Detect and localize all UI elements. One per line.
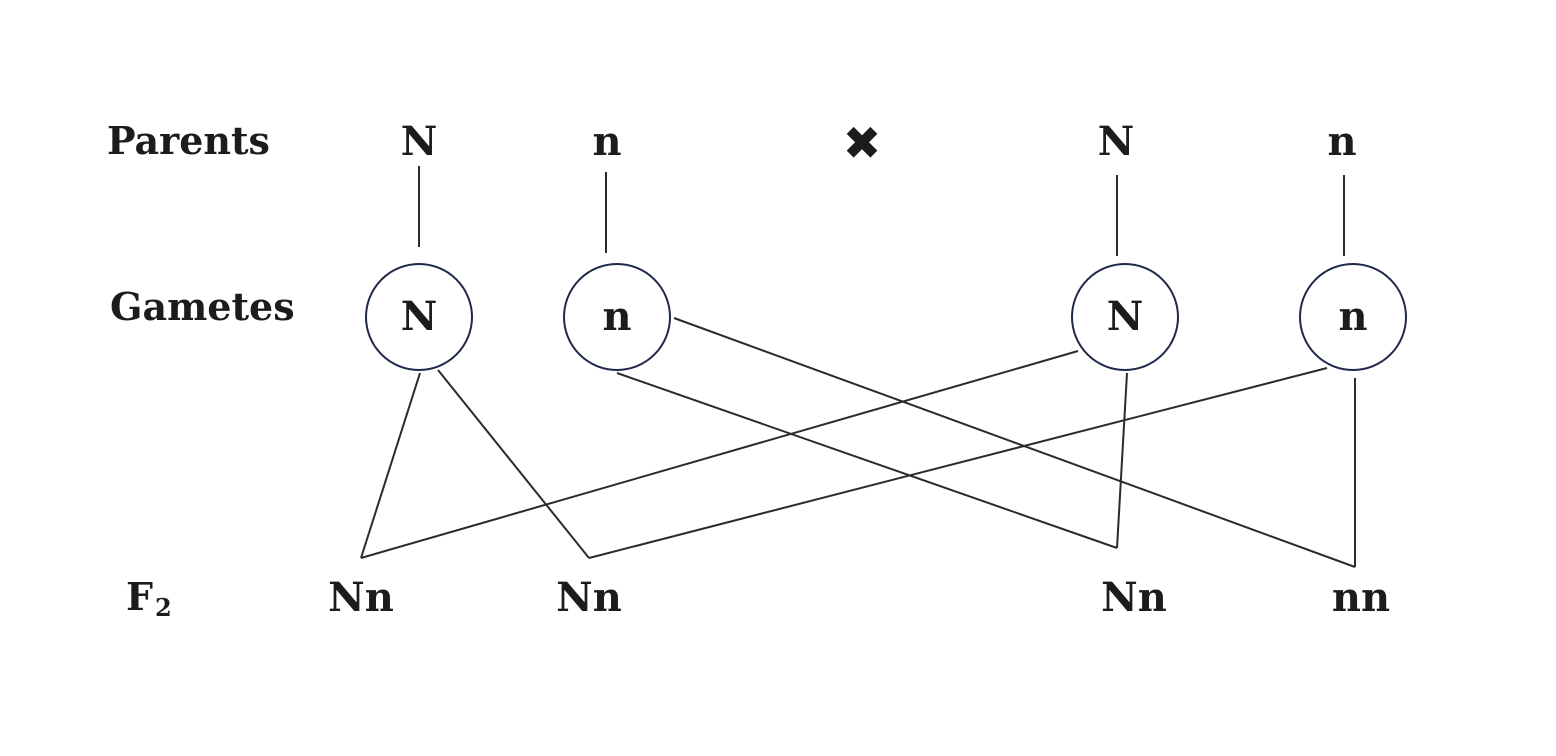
gamete-offspring-line bbox=[360, 350, 1079, 559]
gamete-offspring-line bbox=[360, 372, 421, 559]
parents-row-label: Parents bbox=[107, 118, 270, 163]
gamete-circle: n bbox=[563, 263, 671, 371]
parent2-allele-2: n bbox=[1327, 118, 1357, 165]
offspring-genotype: Nn bbox=[1101, 574, 1167, 621]
gamete-offspring-line bbox=[437, 369, 590, 559]
gamete-offspring-line bbox=[588, 367, 1328, 559]
gamete-circle: N bbox=[1071, 263, 1179, 371]
gamete-offspring-line bbox=[673, 317, 1356, 568]
parent1-allele-2: n bbox=[592, 118, 622, 165]
gamete-offspring-line bbox=[1116, 372, 1128, 549]
cross-icon: ✖ bbox=[842, 116, 882, 170]
gametes-row-label: Gametes bbox=[110, 284, 295, 329]
gamete-circle: N bbox=[365, 263, 473, 371]
gamete-offspring-line bbox=[616, 372, 1118, 549]
parent2-allele-1: N bbox=[1097, 118, 1135, 165]
offspring-genotype: Nn bbox=[328, 574, 394, 621]
parent1-allele-1: N bbox=[400, 118, 438, 165]
offspring-genotype: nn bbox=[1331, 574, 1391, 621]
gamete-circle: n bbox=[1299, 263, 1407, 371]
offspring-genotype: Nn bbox=[556, 574, 622, 621]
f2-row-label: F2 bbox=[126, 574, 172, 622]
